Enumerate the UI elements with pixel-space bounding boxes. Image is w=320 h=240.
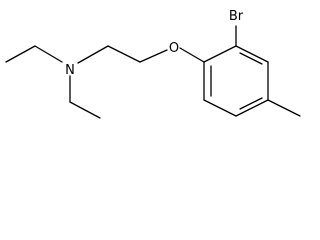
ring-double-bond-inner-2 (239, 97, 263, 110)
ring-bond-1 (203, 45, 237, 63)
bond-ethyl-top-ch3 (5, 45, 36, 63)
bond-n-ch2 (77, 45, 109, 64)
atom-label-oxygen: O (169, 41, 179, 56)
bond-ch2-o (139, 49, 168, 63)
bond-o-ring (179, 47, 205, 63)
bond-ethyl-top-ch2 (34, 45, 63, 63)
ring-bond-4 (235, 99, 269, 117)
bond-ch2-ch2 (107, 45, 141, 63)
atom-label-nitrogen: N (65, 63, 75, 78)
ring-double-bond-inner-1 (239, 52, 263, 65)
structure-diagram: N O Br (5, 9, 301, 119)
atom-label-bromine: Br (229, 9, 244, 24)
bond-ethyl-bottom-ch3 (69, 101, 101, 119)
bond-ring-methyl (267, 99, 301, 117)
ring-bond-5 (203, 99, 237, 117)
ring-bond-2 (235, 45, 269, 63)
